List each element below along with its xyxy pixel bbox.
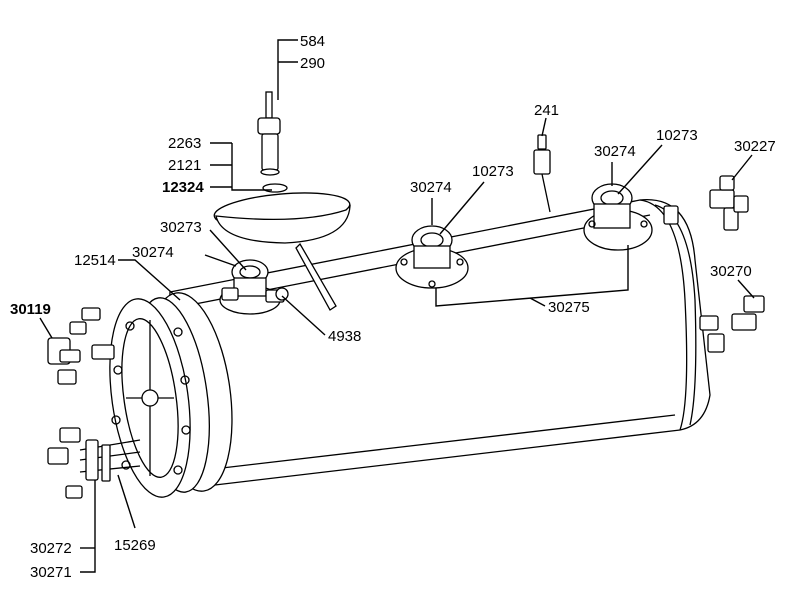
callout-30119: 30119 <box>10 301 51 318</box>
callout-4938: 4938 <box>328 328 361 345</box>
right-port <box>583 183 653 251</box>
callout-30274-mid: 30274 <box>410 179 452 196</box>
top-probe <box>257 91 281 176</box>
callout-30271: 30271 <box>30 564 72 581</box>
callout-12514: 12514 <box>74 252 116 269</box>
leader-lines <box>39 39 755 573</box>
callout-12324: 12324 <box>162 179 204 196</box>
callout-15269: 15269 <box>114 537 156 554</box>
callout-2121: 2121 <box>168 157 201 174</box>
callout-labels: 584 290 2263 2121 12324 30273 30274 1251… <box>10 33 776 581</box>
callout-241: 241 <box>534 102 559 119</box>
sensor-241 <box>533 134 551 213</box>
callout-2263: 2263 <box>168 135 201 152</box>
callout-30274-right: 30274 <box>594 143 636 160</box>
callout-30227: 30227 <box>734 138 776 155</box>
callout-30274-left: 30274 <box>132 244 174 261</box>
callout-30270: 30270 <box>710 263 752 280</box>
callout-10273-mid: 10273 <box>472 163 514 180</box>
callout-290: 290 <box>300 55 325 72</box>
callout-30275: 30275 <box>548 299 590 316</box>
middle-port <box>395 225 469 289</box>
dish-cover <box>213 183 351 311</box>
callout-30272: 30272 <box>30 540 72 557</box>
callout-584: 584 <box>300 33 325 50</box>
left-bolts <box>47 307 141 499</box>
callout-30273: 30273 <box>160 219 202 236</box>
fitting-30270 <box>699 295 765 353</box>
left-top-port <box>219 259 289 315</box>
callout-10273-right: 10273 <box>656 127 698 144</box>
fitting-30227 <box>663 175 749 231</box>
left-flange <box>109 292 233 498</box>
